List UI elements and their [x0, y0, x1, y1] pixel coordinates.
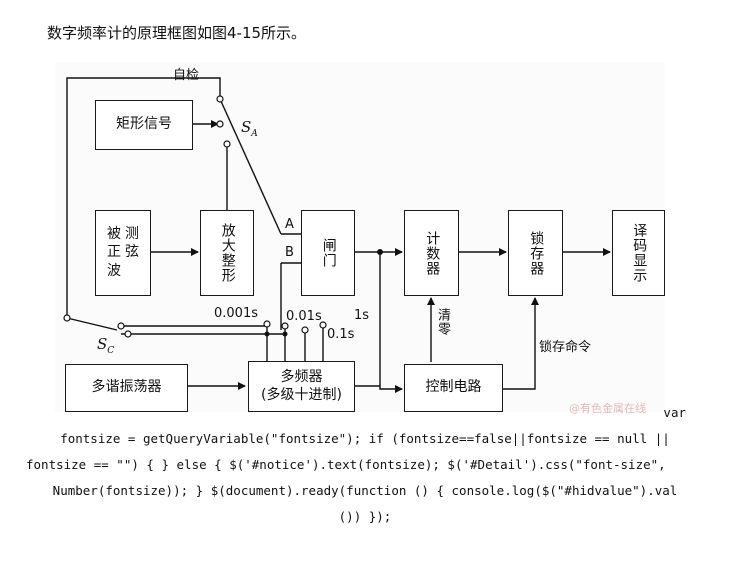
sine-char-4: 弦: [125, 244, 139, 261]
amp-shape-block: 放大整形: [200, 210, 254, 296]
sa-contact-self: [216, 95, 224, 103]
label-01s: 0.1s: [327, 327, 355, 342]
label-001s: 0.01s: [286, 309, 322, 324]
caption: 数字频率计的原理框图如图4-15所示。: [47, 24, 307, 42]
contact-01s: [301, 326, 309, 334]
rect-signal-block: 矩形信号: [95, 100, 193, 150]
latch-block: 锁存器: [508, 210, 563, 296]
sine-char-3: 正: [107, 244, 121, 261]
sc-contact-2: [124, 330, 132, 338]
multivibrator-block: 多谐振荡器: [65, 364, 188, 412]
latch-command-label: 锁存命令: [539, 340, 592, 355]
input-a-label: A: [285, 217, 294, 232]
code-text: var fontsize = getQueryVariable("fontsiz…: [20, 400, 710, 530]
sc-label-main: S: [97, 335, 108, 353]
code-line-5: ()) });: [338, 509, 392, 524]
sc-label-sub: C: [107, 346, 115, 356]
gate-label: 闸门: [320, 238, 337, 268]
amp-shape-label: 放大整形: [219, 223, 236, 283]
self-check-label: 自检: [173, 68, 200, 83]
sine-char-1: 被: [107, 225, 121, 242]
divider-block: 多频器 (多级十进制): [248, 361, 355, 412]
code-line-1: var: [663, 405, 686, 420]
code-line-4: Number(fontsize)); } $(document).ready(f…: [52, 483, 678, 498]
measured-sine-block: 被 测 正 弦 波: [95, 210, 151, 296]
sc-pivot: [63, 314, 71, 322]
sa-label: SA: [241, 118, 258, 139]
sa-label-sub: A: [251, 129, 258, 139]
label-0001s: 0.001s: [214, 306, 258, 321]
watermark: @有色金属在线: [569, 402, 646, 415]
counter-block: 计数器: [404, 210, 459, 296]
contact-0001s: [263, 320, 271, 328]
frequency-counter-block-diagram: 矩形信号 被 测 正 弦 波 放大整形 闸门 计数器 锁存器 译码显示 多谐振荡…: [55, 62, 665, 412]
contact-1s: [319, 321, 327, 329]
code-line-2: fontsize = getQueryVariable("fontsize");…: [60, 431, 670, 446]
sine-char-5: 波: [107, 262, 121, 279]
input-b-label: B: [285, 245, 294, 260]
sc-contact-1: [117, 322, 125, 330]
counter-label: 计数器: [424, 230, 441, 276]
label-1s: 1s: [354, 308, 370, 323]
sa-contact-amp: [223, 140, 231, 148]
contact-001s: [281, 322, 289, 330]
sa-label-main: S: [241, 118, 252, 136]
decode-display-label: 译码显示: [631, 223, 648, 283]
sc-switch-blade: [66, 317, 118, 331]
diagram-wires: [63, 77, 611, 393]
clear-label: 清零: [435, 308, 450, 336]
junction-to-control-arrow: [379, 252, 403, 393]
divider-label-1: 多频器: [280, 369, 323, 385]
sc-label: SC: [97, 335, 114, 356]
sa-switch-blade: [219, 98, 282, 235]
divider-label-2: (多级十进制): [261, 386, 342, 403]
control-circuit-block: 控制电路: [404, 364, 503, 412]
self-check-wire: [66, 77, 221, 318]
latch-cmd-arrow: [503, 297, 539, 390]
junction-dot: [377, 249, 383, 255]
decode-display-block: 译码显示: [612, 210, 665, 296]
code-line-3: fontsize == "") { } else { $('#notice').…: [26, 457, 666, 472]
latch-label: 锁存器: [528, 230, 545, 276]
bus-dot-2: [282, 331, 288, 337]
gate-block: 闸门: [301, 210, 355, 296]
sa-contact-rect: [216, 120, 224, 128]
bus-dot-1: [264, 331, 270, 337]
sine-char-2: 测: [125, 225, 139, 242]
